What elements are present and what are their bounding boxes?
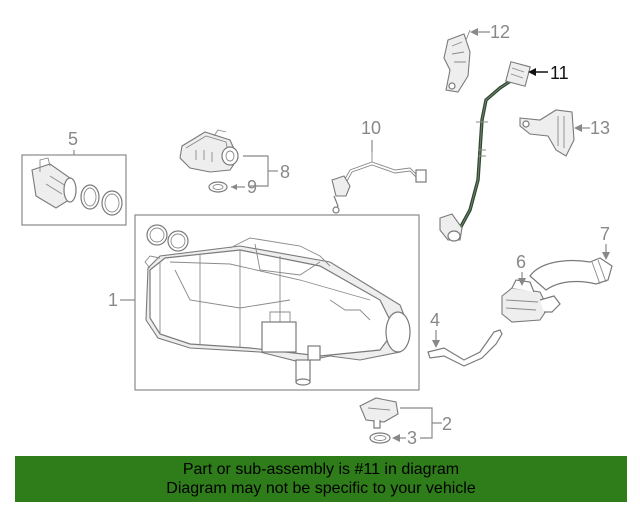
part-13-group[interactable]: 13 <box>519 109 610 157</box>
part-8-valve <box>179 129 239 173</box>
part-3-seal <box>369 432 391 444</box>
part-4-tube <box>427 329 503 367</box>
notice-banner: Part or sub-assembly is #11 in diagram D… <box>15 456 627 502</box>
part-6-group[interactable]: 6 <box>501 252 561 323</box>
part-9-arrowhead <box>231 184 237 190</box>
part-2-sensor <box>359 397 399 429</box>
callout-2: 2 <box>442 414 452 434</box>
banner-line-1: Part or sub-assembly is #11 in diagram <box>182 461 460 478</box>
parts-diagram: 5 1 <box>21 22 613 448</box>
callout-12: 12 <box>490 22 510 42</box>
part-6-arrowhead <box>518 278 526 286</box>
part-7-group[interactable]: 7 <box>529 224 613 291</box>
part-1-group[interactable]: 1 <box>108 214 420 391</box>
part-9-seal <box>208 181 228 193</box>
part-12-group[interactable]: 12 <box>443 22 510 93</box>
part-11-arrowhead <box>528 68 536 76</box>
part-1-orings <box>146 224 189 252</box>
callout-5: 5 <box>68 129 78 149</box>
part-9-group[interactable]: 9 <box>208 177 257 197</box>
part-11-oxygen-sensor <box>439 61 531 242</box>
part-4-group[interactable]: 4 <box>427 310 503 367</box>
part-6-valve <box>501 279 561 323</box>
part-12-bracket <box>443 29 471 93</box>
part-4-arrowhead <box>432 340 440 348</box>
part-5-seals <box>80 184 123 216</box>
part-11-group[interactable]: 11 <box>439 61 569 242</box>
part-12-arrowhead <box>470 28 478 36</box>
part-3-arrowhead <box>392 434 400 442</box>
callout-10: 10 <box>361 118 381 138</box>
part-1-canister <box>144 237 411 386</box>
part-3-group[interactable]: 3 <box>369 428 417 448</box>
part-7-arrowhead <box>602 252 610 260</box>
callout-9: 9 <box>247 177 257 197</box>
part-7-hose <box>529 257 613 291</box>
callout-8: 8 <box>280 162 290 182</box>
part-13-bracket <box>519 109 575 157</box>
part-5-group[interactable]: 5 <box>21 129 127 226</box>
part-5-pump <box>31 157 77 209</box>
part-8-group[interactable]: 8 <box>179 129 290 187</box>
callout-13: 13 <box>590 118 610 138</box>
callout-6: 6 <box>516 252 526 272</box>
banner-line-2: Diagram may not be specific to your vehi… <box>166 480 476 497</box>
callout-1: 1 <box>108 290 118 310</box>
part-2-group[interactable]: 2 <box>359 397 452 439</box>
part-10-group[interactable]: 10 <box>331 118 427 214</box>
part-13-arrowhead <box>574 124 582 132</box>
part-1-box <box>134 214 420 391</box>
callout-4: 4 <box>430 310 440 330</box>
callout-3: 3 <box>407 428 417 448</box>
part-10-sensor <box>331 150 427 214</box>
callout-11: 11 <box>550 63 569 83</box>
callout-7: 7 <box>600 224 610 244</box>
